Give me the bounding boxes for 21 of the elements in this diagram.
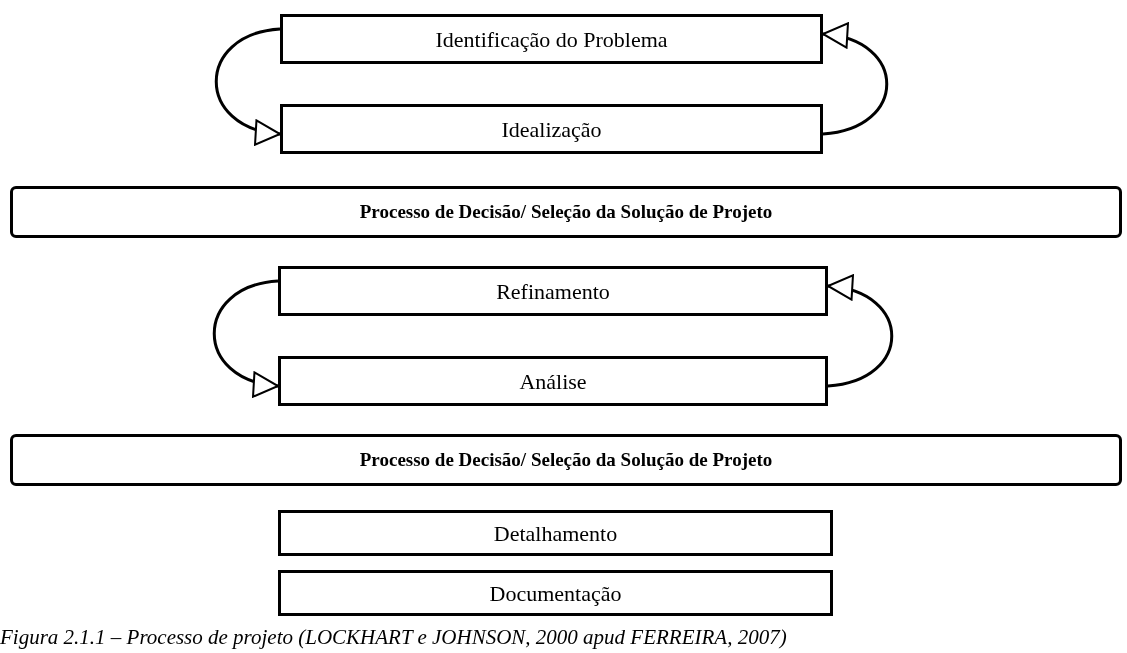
process-box <box>278 356 828 406</box>
process-box <box>278 510 833 556</box>
box-label: Refinamento <box>496 277 610 306</box>
box-label: Idealização <box>501 115 602 144</box>
curved-arrow <box>827 276 894 388</box>
decision-band <box>10 186 1122 238</box>
figure-caption: Figura 2.1.1 – Processo de projeto (LOCKHART e JOHNSON, 2000 apud FERREIRA, 2007) <box>0 624 787 651</box>
box-label: Processo de Decisão/ Seleção da Solução de Projeto <box>359 447 773 472</box>
box-label: Identificação do Problema <box>435 25 668 54</box>
process-box <box>278 266 828 316</box>
decision-band <box>10 434 1122 486</box>
curved-arrow <box>822 24 889 136</box>
curved-arrow <box>212 279 279 396</box>
process-box <box>280 14 823 64</box>
curved-arrow <box>214 27 281 144</box>
process-box <box>278 570 833 616</box>
box-label: Documentação <box>489 579 622 608</box>
box-label: Processo de Decisão/ Seleção da Solução de Projeto <box>359 199 773 224</box>
box-label: Detalhamento <box>493 519 618 548</box>
process-box <box>280 104 823 154</box>
box-label: Análise <box>519 367 587 396</box>
